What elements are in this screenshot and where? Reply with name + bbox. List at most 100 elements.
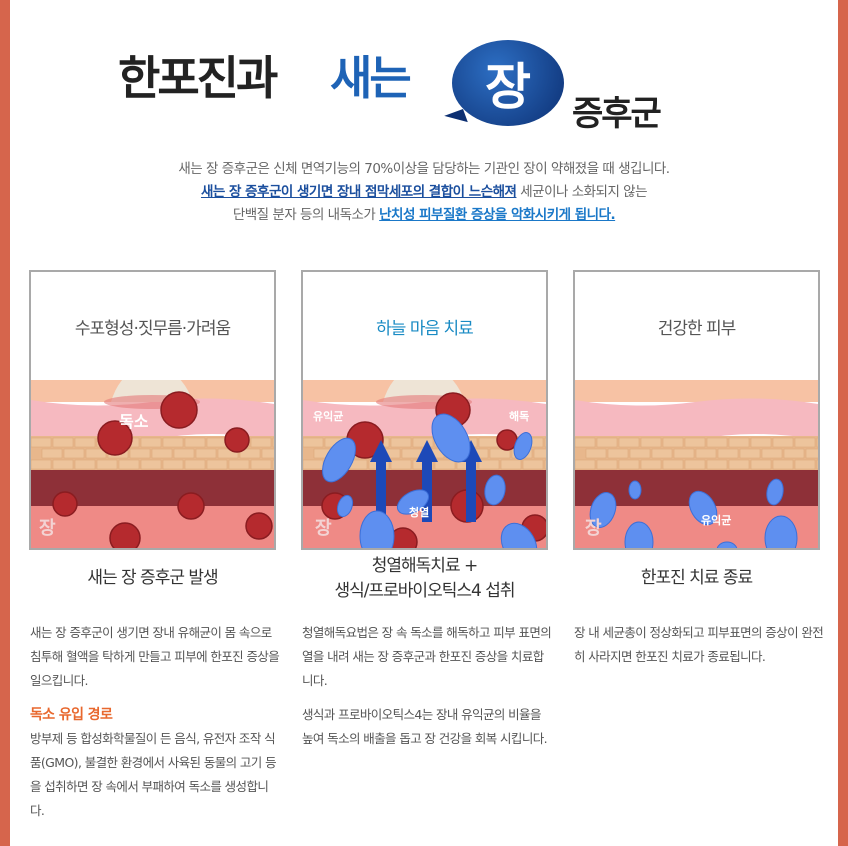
virus-icon <box>52 491 78 517</box>
speech-bubble: 장 <box>452 40 564 126</box>
title-part3: 증후군 <box>572 94 662 134</box>
brick <box>239 448 261 459</box>
brick <box>206 437 228 448</box>
brick <box>250 437 272 448</box>
brick <box>52 459 74 470</box>
brick <box>783 448 805 459</box>
virus-icon <box>97 420 133 456</box>
brick <box>585 448 607 459</box>
brick <box>618 437 640 448</box>
brick <box>31 437 52 448</box>
label-gut: 장 <box>315 518 332 539</box>
intro-highlight1: 새는 장 증후군이 생기면 장내 점막세포의 결합이 느슨해져 <box>200 184 517 200</box>
caption-2-line1: 청열해독치료 + <box>371 556 479 576</box>
brick <box>140 459 162 470</box>
arrow-shaft <box>376 460 386 522</box>
brick <box>805 448 818 459</box>
brick <box>140 437 162 448</box>
brick <box>544 459 546 470</box>
brick <box>272 437 274 448</box>
body-text: 장 내 세균총이 정상화되고 피부표면의 증상이 완전히 사라지면 한포진 치료… <box>574 625 824 664</box>
probiotic-cell-icon <box>484 474 506 506</box>
skin-illustration <box>575 380 818 548</box>
brick <box>522 459 544 470</box>
brick <box>500 459 522 470</box>
brick <box>303 437 324 448</box>
brick <box>596 459 618 470</box>
skin-surface-layer <box>575 380 818 402</box>
skin-illustration <box>303 380 546 548</box>
brick <box>728 459 750 470</box>
right-border <box>838 0 848 846</box>
brick <box>640 437 662 448</box>
brick <box>261 448 274 459</box>
brick <box>162 459 184 470</box>
caption-1: 새는 장 증후군 발생 <box>87 568 218 588</box>
speech-tail <box>444 109 468 129</box>
brick <box>673 448 695 459</box>
brick <box>96 459 118 470</box>
virus-icon <box>160 391 198 429</box>
probiotic-cell-icon <box>764 515 798 548</box>
brick <box>772 459 794 470</box>
description-2: 청열해독요법은 장 속 독소를 해독하고 피부 표면의 열을 내려 새는 장 증… <box>302 621 552 751</box>
probiotic-cell-icon <box>628 480 642 500</box>
caption-2: 청열해독치료 + 생식/프로바이오틱스4 섭취 <box>301 554 548 604</box>
arrow-shaft <box>422 460 432 522</box>
brick <box>662 459 684 470</box>
probiotic-cell-icon <box>322 437 356 483</box>
probiotic-cell-icon <box>336 494 354 518</box>
caption-2-line2: 생식/프로바이오틱스4 섭취 <box>334 581 516 601</box>
body-text: 방부제 등 합성화학물질이 든 음식, 유전자 조작 식품(GMO), 불결한 … <box>30 731 277 818</box>
label-detox: 해독 <box>509 410 530 423</box>
intro-highlight2: 난치성 피부질환 증상을 악화시키게 됩니다. <box>379 207 616 223</box>
brick <box>750 459 772 470</box>
brick <box>816 437 818 448</box>
brick <box>739 448 761 459</box>
panel-title: 건강한 피부 <box>657 319 737 339</box>
virus-icon <box>245 512 273 540</box>
probiotic-cell-icon <box>716 541 738 548</box>
brick <box>31 459 52 470</box>
brick <box>489 448 511 459</box>
brick <box>74 459 96 470</box>
brick <box>684 437 706 448</box>
panel-title: 수포형성·짓무름·가려움 <box>74 319 231 339</box>
brick <box>173 448 195 459</box>
description-3: 장 내 세균총이 정상화되고 피부표면의 증상이 완전히 사라지면 한포진 치료… <box>574 621 824 669</box>
brick <box>390 459 412 470</box>
epidermis-layer <box>31 398 274 446</box>
brick <box>118 459 140 470</box>
epidermis-layer <box>575 398 818 446</box>
body-text: 청열해독요법은 장 속 독소를 해독하고 피부 표면의 열을 내려 새는 장 증… <box>302 625 552 688</box>
body-text: 생식과 프로바이오틱스4는 장내 유익균의 비율을 높여 독소의 배출을 돕고 … <box>302 707 548 746</box>
intro-line2: 세균이나 소화되지 않는 <box>516 184 648 200</box>
subheading-toxin-path: 독소 유입 경로 <box>30 707 113 723</box>
probiotic-cell-icon <box>513 432 533 460</box>
brick <box>390 437 412 448</box>
probiotic-cell-icon <box>500 522 538 548</box>
brick <box>684 459 706 470</box>
left-border <box>0 0 10 846</box>
brick <box>728 437 750 448</box>
brick <box>772 437 794 448</box>
caption-3: 한포진 치료 종료 <box>640 568 753 588</box>
intro-line1: 새는 장 증후군은 신체 면역기능의 70%이상을 담당하는 기관인 장이 약해… <box>178 161 670 177</box>
brick <box>533 448 546 459</box>
brick <box>85 448 107 459</box>
label-probiotics: 유익균 <box>313 410 344 423</box>
label-probiotics: 유익균 <box>701 514 732 527</box>
brick <box>662 437 684 448</box>
panel-title: 하늘 마음 치료 <box>376 319 474 339</box>
brick <box>618 459 640 470</box>
brick <box>717 448 739 459</box>
brick <box>303 459 324 470</box>
brick <box>544 437 546 448</box>
panel-healthy-skin: 건강한 피부 유익균 장 <box>573 270 820 550</box>
virus-icon <box>224 427 250 453</box>
brick <box>74 437 96 448</box>
brick <box>629 448 651 459</box>
intro-text: 새는 장 증후군은 신체 면역기능의 70%이상을 담당하는 기관인 장이 약해… <box>0 158 848 227</box>
up-arrow-icon <box>416 440 438 462</box>
probiotic-cell-icon <box>396 489 430 515</box>
